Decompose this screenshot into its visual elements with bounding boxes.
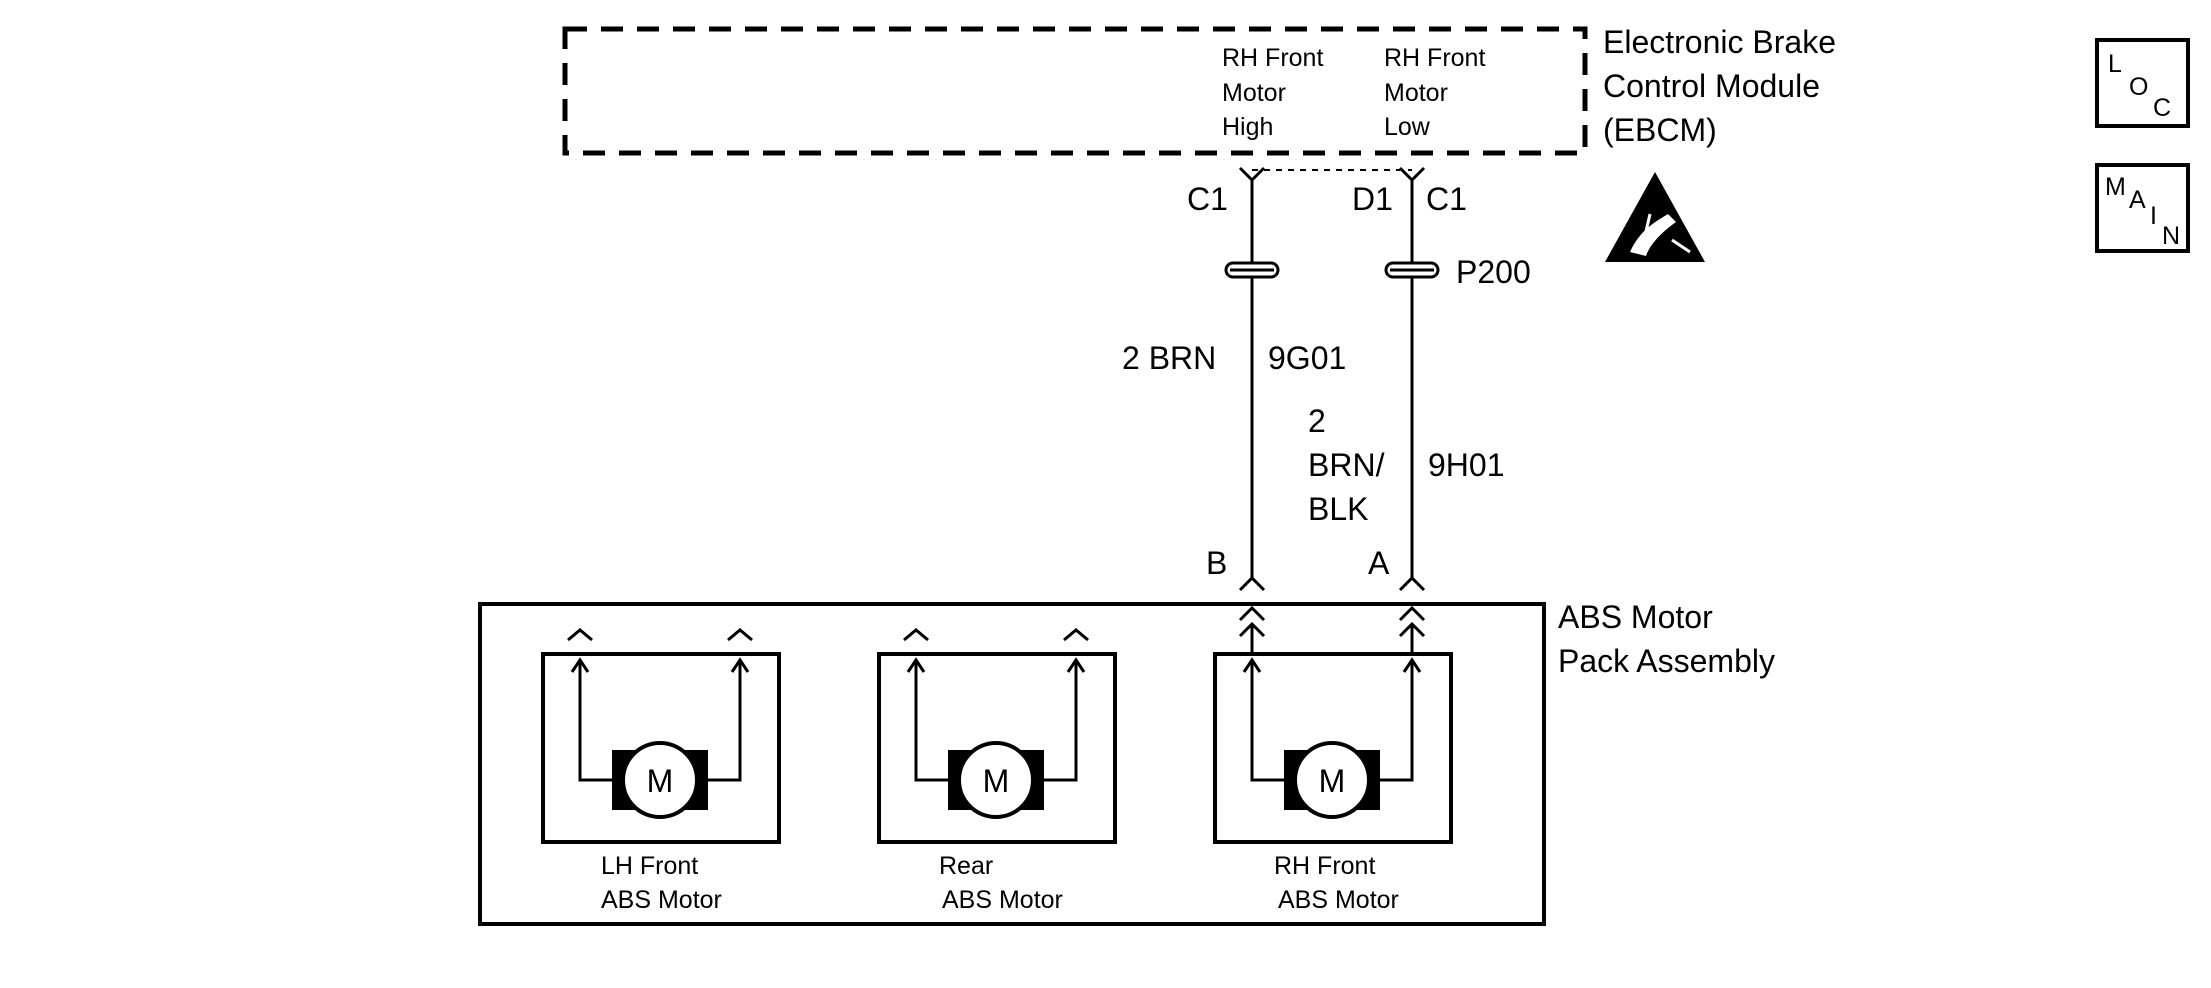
wire-low-color-line2: BRN/ [1308,447,1385,483]
motor-rh-label-line2: ABS Motor [1278,886,1399,914]
wire-low-circuit: 9H01 [1428,447,1505,483]
motor-lh-label-line2: ABS Motor [601,886,722,914]
ebcm-dashed-outline [562,26,1588,156]
motor-pack-name-line2: Pack Assembly [1558,643,1775,679]
ebcm-name-line2: Control Module [1603,68,1820,104]
pin-high-label-line3: High [1222,113,1273,141]
terminal-a [1398,575,1426,592]
connector-c1-left: C1 [1187,181,1228,217]
loc-letter-c: C [2153,94,2171,122]
motor-lh-symbol: M [647,763,674,799]
pin-a-label: A [1368,545,1390,581]
pin-low-label-line1: RH Front [1384,44,1485,72]
wire-high-circuit: 9G01 [1268,340,1346,376]
main-letter-a: A [2129,186,2146,214]
connector-d1: D1 [1352,181,1393,217]
inline-connector-high [1224,261,1280,279]
motor-rh-label-line1: RH Front [1274,852,1375,880]
wire-low-color-line1: 2 [1308,403,1326,439]
motor-rear-label-line1: Rear [939,852,993,880]
main-letter-m: M [2105,173,2126,201]
loc-letter-o: O [2129,73,2148,101]
pin-high-label-line2: Motor [1222,79,1286,107]
main-view-button[interactable]: M A I N [2095,163,2190,253]
motor-rh-symbol: M [1319,763,1346,799]
wire-low [1398,166,1426,592]
pin-high-label-line1: RH Front [1222,44,1323,72]
main-letter-i: I [2150,202,2157,230]
pin-low-label-line3: Low [1384,113,1431,141]
ebcm-name-line3: (EBCM) [1603,112,1717,148]
main-letter-n: N [2162,222,2180,250]
motor-lh-label-line1: LH Front [601,852,698,880]
terminal-b [1238,575,1266,592]
ebcm-module: Electronic Brake Control Module (EBCM) R… [562,24,1836,156]
motor-rear: M Rear ABS Motor [877,628,1117,914]
wire-low-color-line3: BLK [1308,491,1368,527]
motor-pack-name-line1: ABS Motor [1558,599,1713,635]
abs-motor-pack: ABS Motor Pack Assembly M LH Front ABS M… [478,599,1775,926]
esd-warning-icon [1605,172,1705,262]
loc-letter-l: L [2108,50,2122,78]
motor-rh-front: M RH Front ABS Motor [1213,605,1453,914]
inline-connector-low [1384,261,1440,279]
wire-high [1238,166,1266,592]
ebcm-name-line1: Electronic Brake [1603,24,1836,60]
pin-low-label-line2: Motor [1384,79,1448,107]
motor-pack-outline [478,602,1546,926]
location-view-button[interactable]: L O C [2095,38,2190,128]
pin-b-label: B [1206,545,1227,581]
wire-high-color: 2 BRN [1122,340,1216,376]
connector-p200: P200 [1456,254,1531,290]
motor-rear-symbol: M [983,763,1010,799]
connector-c1-right: C1 [1426,181,1467,217]
motor-lh-front: M LH Front ABS Motor [541,628,781,914]
motor-rear-label-line2: ABS Motor [942,886,1063,914]
